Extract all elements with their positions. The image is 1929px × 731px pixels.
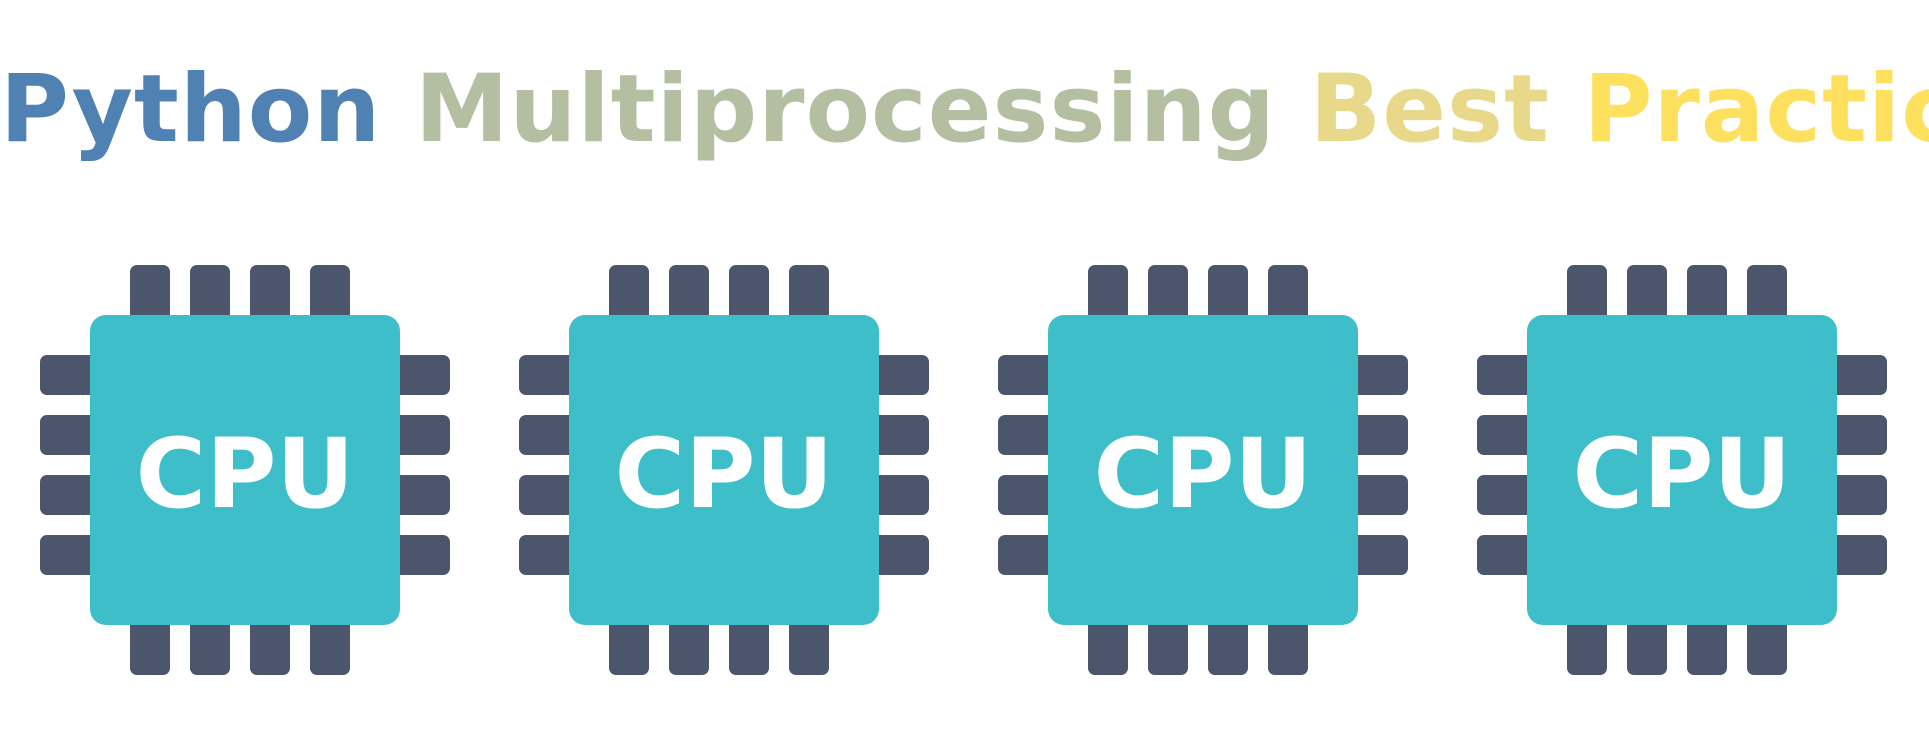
title-word-python: Python — [0, 55, 382, 164]
cpu-chip-2: CPU — [519, 265, 929, 675]
chip-body — [1527, 315, 1837, 625]
chip-label: CPU — [1094, 418, 1313, 530]
chip-body — [569, 315, 879, 625]
chip-body — [90, 315, 400, 625]
chip-body — [1048, 315, 1358, 625]
title-word-multiprocessing: Multiprocessing — [415, 55, 1276, 164]
cpu-chip-icon: CPU — [1477, 265, 1887, 675]
chip-label: CPU — [136, 418, 355, 530]
cpu-chip-icon: CPU — [998, 265, 1408, 675]
title-word-best: Best — [1309, 55, 1550, 164]
cpu-chip-3: CPU — [998, 265, 1408, 675]
cpu-chip-row: CPU CPU CPU CPU — [0, 265, 1929, 675]
cpu-chip-icon: CPU — [519, 265, 929, 675]
chip-label: CPU — [615, 418, 834, 530]
title-word-practice: Practice — [1583, 55, 1929, 164]
chip-label: CPU — [1573, 418, 1792, 530]
cpu-chip-1: CPU — [40, 265, 450, 675]
page-title: Python Multiprocessing Best Practice — [0, 40, 1929, 180]
cpu-chip-4: CPU — [1477, 265, 1887, 675]
cpu-chip-icon: CPU — [40, 265, 450, 675]
